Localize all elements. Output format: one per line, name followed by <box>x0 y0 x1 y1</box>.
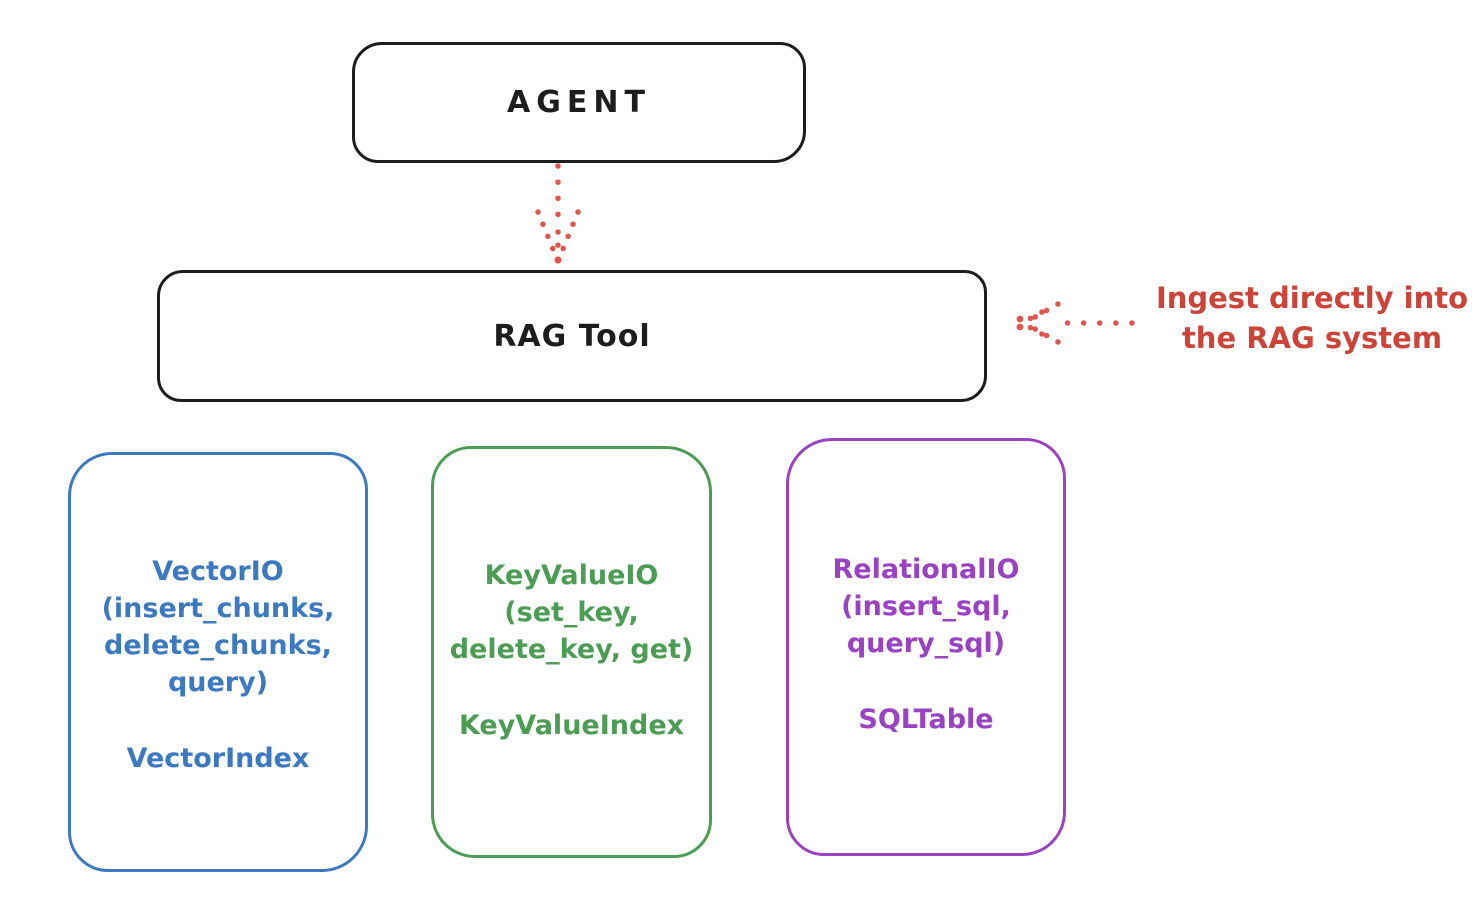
vector-io-method-line: query) <box>167 667 269 698</box>
relational-io-box: RelationalIO (insert_sql, query_sql) SQL… <box>786 438 1066 856</box>
agent-node: AGENT <box>352 42 806 163</box>
vector-io-method-line: (insert_chunks, <box>101 593 335 624</box>
keyvalue-io-method-line: delete_key, get) <box>449 634 694 665</box>
arrow-left-dotted <box>1016 301 1135 345</box>
vector-io-method-line: delete_chunks, <box>104 630 332 661</box>
relational-io-title: RelationalIO <box>832 554 1020 585</box>
agent-label: AGENT <box>507 85 651 120</box>
vector-io-box: VectorIO (insert_chunks, delete_chunks, … <box>68 452 368 872</box>
sql-table-label: SQLTable <box>858 704 994 735</box>
relational-io-method-line: (insert_sql, <box>841 591 1011 622</box>
ingest-annotation-line2: the RAG system <box>1181 321 1443 355</box>
relational-io-method-line: query_sql) <box>846 628 1006 659</box>
rag-tool-label: RAG Tool <box>493 318 651 354</box>
keyvalue-io-method-line: (set_key, <box>504 597 639 628</box>
keyvalue-index-label: KeyValueIndex <box>458 710 685 741</box>
vector-index-label: VectorIndex <box>126 743 310 774</box>
ingest-annotation-line1: Ingest directly into <box>1155 281 1469 315</box>
arrow-down-dotted <box>535 163 581 264</box>
keyvalue-io-title: KeyValueIO <box>484 560 659 591</box>
keyvalue-io-box: KeyValueIO (set_key, delete_key, get) Ke… <box>431 446 712 858</box>
rag-tool-node: RAG Tool <box>157 270 987 402</box>
vector-io-title: VectorIO <box>152 556 284 587</box>
ingest-annotation: Ingest directly into the RAG system <box>1140 278 1484 358</box>
